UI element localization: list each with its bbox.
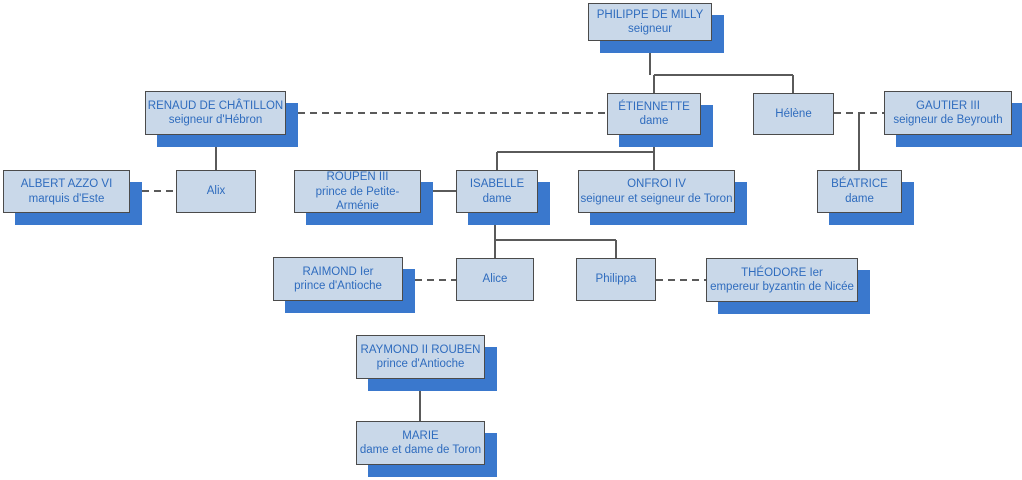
node-name: RAIMOND Ier [302,265,374,278]
node-roupen-iii[interactable]: ROUPEN III prince de Petite-Arménie [294,170,421,213]
node-title: prince d'Antioche [376,358,465,370]
node-name: GAUTIER III [916,99,980,112]
node-raimond-ier[interactable]: RAIMOND Ier prince d'Antioche [273,257,403,301]
node-beatrice[interactable]: BÉATRICE dame [817,170,902,213]
node-name: BÉATRICE [831,178,888,191]
node-title: dame [639,115,669,127]
node-alix[interactable]: Alix [176,170,256,213]
node-theodore-ier[interactable]: THÉODORE Ier empereur byzantin de Nicée [706,258,858,302]
node-name: ONFROI IV [627,178,686,191]
node-onfroi-iv[interactable]: ONFROI IV seigneur et seigneur de Toron [578,170,735,213]
node-alice[interactable]: Alice [456,258,534,301]
node-title: dame et dame de Toron [359,444,482,456]
node-gautier-iii[interactable]: GAUTIER III seigneur de Beyrouth [884,91,1012,135]
node-title: seigneur d'Hébron [168,114,263,126]
node-name: ISABELLE [469,178,525,191]
node-name: ALBERT AZZO VI [20,178,113,191]
node-name: Philippa [595,273,637,286]
node-name: Alice [482,273,508,286]
node-title: seigneur de Beyrouth [893,114,1003,126]
node-title: marquis d'Este [28,192,105,205]
node-name: ÉTIENNETTE [618,100,690,113]
descent-isabelle-bus [494,213,617,258]
node-philippa[interactable]: Philippa [576,258,656,301]
node-isabelle[interactable]: ISABELLE dame [456,170,538,213]
node-title: prince d'Antioche [294,280,382,292]
node-title: dame [482,192,512,205]
node-name: THÉODORE Ier [741,266,823,279]
node-title: prince de Petite-Arménie [315,185,400,212]
node-etiennette[interactable]: ÉTIENNETTE dame [607,93,701,135]
node-marie[interactable]: MARIE dame et dame de Toron [356,421,485,465]
node-albert-azzo-vi[interactable]: ALBERT AZZO VI marquis d'Este [3,170,130,213]
node-name: RAYMOND II ROUBEN [360,343,481,356]
node-title: dame [845,192,874,205]
node-name: ROUPEN III [326,171,389,184]
node-name: PHILIPPE DE MILLY [596,8,704,21]
node-helene[interactable]: Hélène [753,93,834,135]
node-name: RENAUD DE CHÂTILLON [147,99,284,112]
node-philippe-de-milly[interactable]: PHILIPPE DE MILLY seigneur [588,3,712,41]
node-title: empereur byzantin de Nicée [710,281,854,293]
node-title: seigneur et seigneur de Toron [580,192,733,205]
node-name: Hélène [775,107,812,120]
node-renaud-de-chatillon[interactable]: RENAUD DE CHÂTILLON seigneur d'Hébron [145,91,286,135]
descent-philippe-bus [649,41,794,93]
node-name: MARIE [402,429,439,442]
node-name: Alix [206,185,226,198]
node-title: seigneur [627,23,673,35]
node-raymond-ii-rouben[interactable]: RAYMOND II ROUBEN prince d'Antioche [356,335,485,379]
